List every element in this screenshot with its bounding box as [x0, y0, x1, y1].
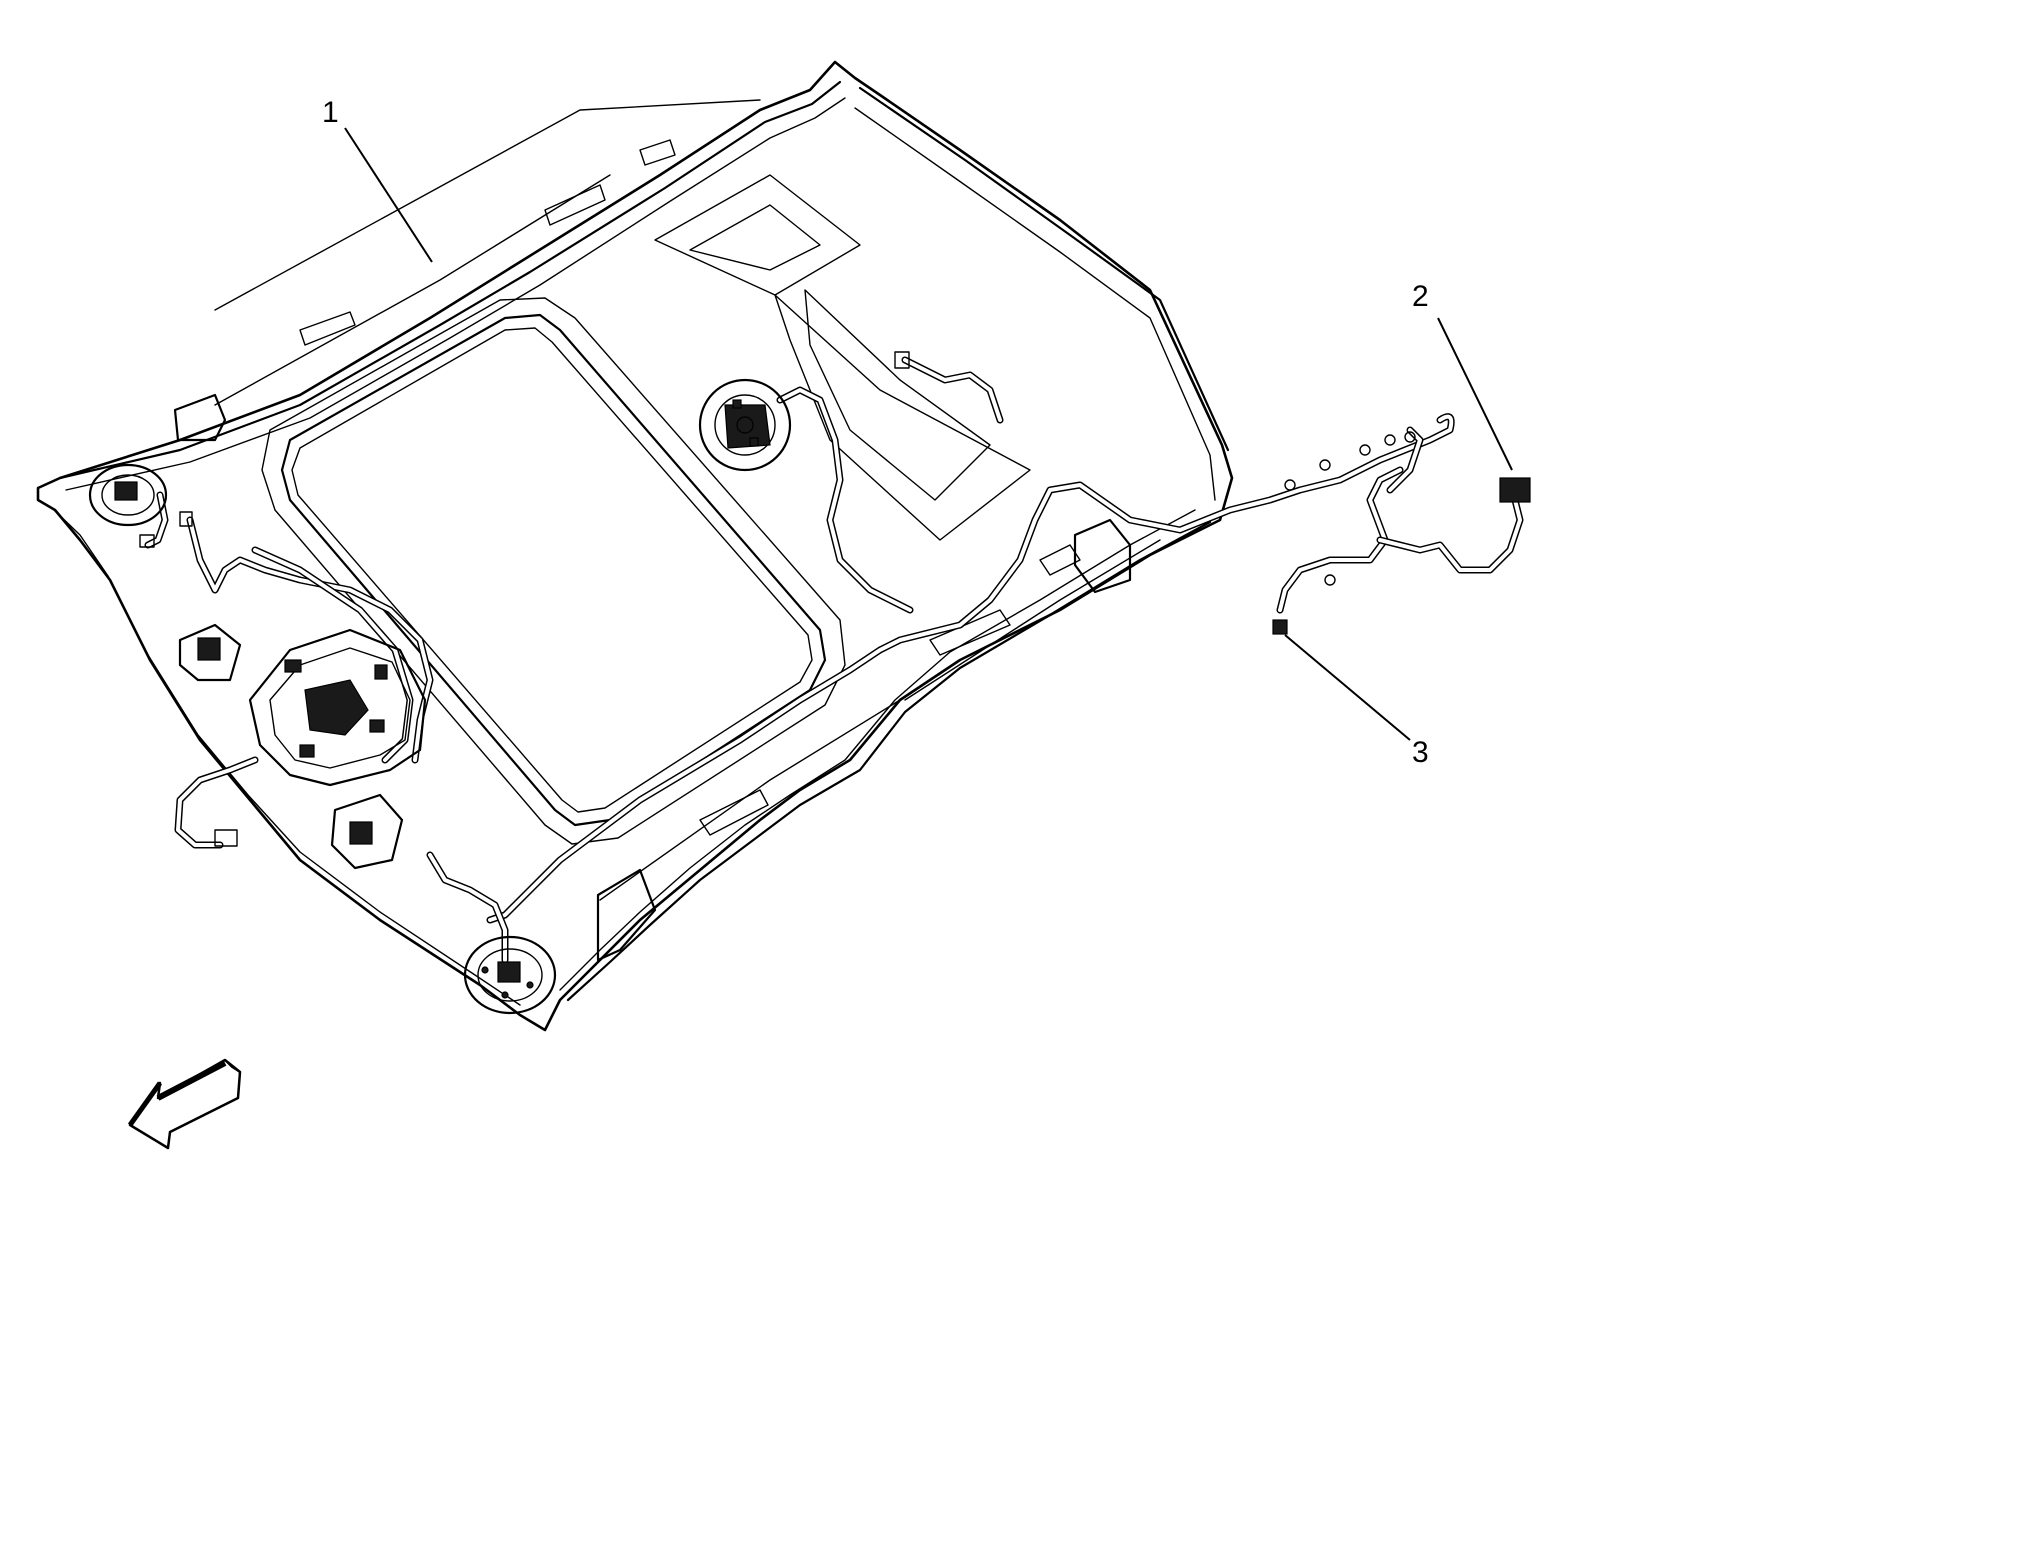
connector-3	[1272, 619, 1288, 635]
rail-clip-2	[596, 868, 657, 962]
diagram-canvas: 1 2 3	[36, 60, 1531, 1150]
svg-text:1: 1	[322, 96, 339, 129]
console-connector	[214, 829, 238, 847]
center-dome-lamp	[698, 378, 792, 472]
headliner-panel	[36, 60, 1234, 1032]
svg-text:3: 3	[1412, 736, 1429, 769]
callout-3: 3	[1284, 634, 1429, 769]
connector-2	[1499, 477, 1531, 503]
callout-1: 1	[322, 96, 433, 263]
svg-text:2: 2	[1412, 280, 1429, 313]
rail-clip-1	[173, 393, 227, 442]
headliner-diagram: 1 2 3	[36, 60, 1531, 1150]
front-left-lamp	[88, 463, 168, 527]
harness-connector-rear	[894, 351, 910, 369]
callout-2: 2	[1412, 280, 1513, 471]
overhead-console	[248, 628, 427, 787]
rear-handle-recess	[1073, 518, 1132, 594]
sunvisor-clip-1	[178, 623, 242, 682]
harness-connector-left	[179, 511, 193, 527]
wiring-harness	[144, 356, 1524, 964]
sunvisor-clip-2	[330, 793, 404, 870]
direction-arrow-icon	[127, 1058, 242, 1150]
rear-lamp	[463, 935, 557, 1015]
lamp-connector	[139, 534, 155, 548]
